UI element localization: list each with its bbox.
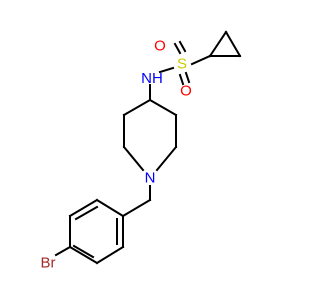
bond-pip-3 [155, 145, 178, 172]
bond-s-o2-a [178, 73, 185, 86]
bond-ar-5 [95, 245, 125, 265]
bond-s-o1-b [178, 40, 187, 53]
atom-label-oxygen-1: O [154, 38, 166, 55]
bond-pip-6 [122, 98, 152, 117]
bond-c-br [54, 245, 72, 257]
bond-ch2-aryl [121, 198, 152, 218]
atom-label-oxygen-2: O [180, 83, 192, 100]
piperidine-ring [122, 98, 178, 172]
bond-pip-1 [148, 98, 178, 117]
bond-s-nh [158, 66, 175, 74]
benzene-ring [68, 198, 125, 265]
bond-ar-inner-2 [72, 244, 95, 259]
sulfonyl-group [158, 40, 212, 86]
bond-s-o2-b [184, 71, 191, 84]
atom-label-nh: NH [141, 70, 163, 87]
atom-label-bromine: Br [41, 255, 56, 272]
bond-ar-1 [95, 198, 125, 218]
molecule-structure: NH S O O N Br [41, 30, 242, 272]
bond-pip-4 [122, 145, 145, 172]
bond-cp-1 [208, 30, 228, 58]
bond-cp-2 [224, 30, 242, 58]
bond-ar-4 [68, 245, 99, 265]
bond-ar-2 [68, 198, 99, 218]
bond-s-o1-a [173, 42, 182, 55]
bond-s-cyclopropyl [190, 54, 212, 66]
atom-label-ring-nitrogen: N [145, 170, 156, 187]
bond-ar-inner-1 [74, 205, 99, 221]
cyclopropyl-ring [208, 30, 242, 58]
atom-label-sulfur: S [177, 56, 187, 73]
